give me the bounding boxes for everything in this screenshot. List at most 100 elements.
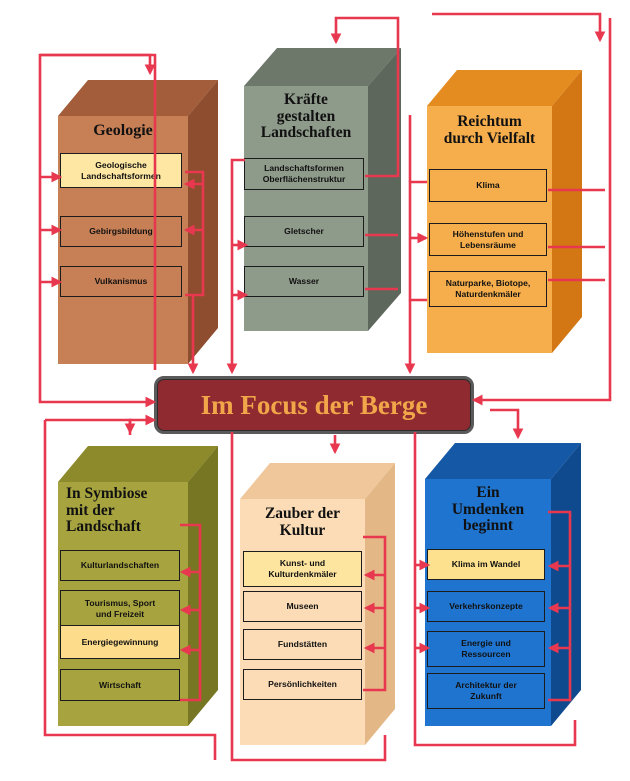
item-line: Naturparke, Biotope, bbox=[445, 278, 531, 289]
block-zauber bbox=[240, 463, 395, 745]
item-klima-im-wandel[interactable]: Klima im Wandel bbox=[427, 549, 545, 580]
connector-line bbox=[548, 510, 572, 702]
connector-line bbox=[432, 12, 606, 43]
item-line: Wasser bbox=[288, 276, 320, 287]
item-line: und Freizeit bbox=[95, 609, 145, 619]
item-line: Architektur der bbox=[455, 680, 517, 691]
item-line: Klima bbox=[476, 180, 500, 191]
pillar-kraefte-gestalten-landschaften: Kräfte gestalten Landschaften Landschaft… bbox=[244, 86, 368, 331]
block-side-face bbox=[368, 48, 401, 331]
item-fundstaetten[interactable]: Fundstätten bbox=[243, 629, 362, 660]
item-line: Kulturdenkmäler bbox=[268, 569, 337, 579]
item-line: Lebensräume bbox=[460, 239, 516, 250]
item-persoenlichkeiten[interactable]: Persönlichkeiten bbox=[243, 669, 362, 700]
block-kraefte bbox=[244, 48, 401, 331]
item-line: Vulkanismus bbox=[94, 276, 148, 287]
block-top-face bbox=[240, 463, 395, 499]
block-front-face bbox=[240, 499, 365, 745]
item-line: Gebirgsbildung bbox=[89, 226, 153, 237]
block-top-face bbox=[58, 80, 218, 116]
item-energiegewinnung[interactable]: Energiegewinnung bbox=[60, 625, 180, 659]
block-front-face bbox=[425, 479, 551, 726]
title-line: beginnt bbox=[463, 517, 513, 535]
title-line: Reichtum bbox=[457, 113, 522, 130]
block-symbiose bbox=[58, 446, 218, 726]
item-line: Landschaftsformen bbox=[81, 170, 161, 181]
connector-line bbox=[230, 158, 245, 190]
title-line: Kultur bbox=[279, 521, 326, 539]
item-line: Energie und bbox=[461, 638, 511, 649]
connector-line bbox=[490, 408, 524, 440]
connector-line bbox=[43, 420, 217, 760]
item-klima[interactable]: Klima bbox=[429, 169, 547, 202]
item-line: Energiegewinnung bbox=[81, 636, 159, 647]
center-banner: Im Focus der Berge bbox=[154, 376, 474, 434]
pillar-title: Kräfte gestalten Landschaften bbox=[244, 91, 368, 142]
item-wasser[interactable]: Wasser bbox=[244, 266, 364, 297]
item-line: Persönlichkeiten bbox=[268, 679, 337, 690]
item-line: Geologische bbox=[95, 159, 147, 170]
block-front-face bbox=[58, 482, 188, 726]
title-line: Geologie bbox=[93, 122, 153, 139]
connector-line bbox=[180, 523, 202, 702]
connector-line bbox=[363, 535, 387, 692]
pillar-title: Zauber der Kultur bbox=[240, 505, 365, 539]
title-line: Kräfte bbox=[284, 91, 328, 108]
block-side-face bbox=[188, 446, 218, 726]
pillar-in-symbiose-mit-der-landschaft: In Symbiose mit der Landschaft Kulturlan… bbox=[58, 482, 188, 726]
center-title: Im Focus der Berge bbox=[200, 389, 428, 420]
pillar-reichtum-durch-vielfalt: Reichtum durch Vielfalt Klima Höhenstufe… bbox=[427, 106, 552, 353]
connector-line bbox=[38, 53, 157, 408]
connector-line bbox=[128, 414, 157, 435]
pillar-title: Reichtum durch Vielfalt bbox=[427, 113, 552, 147]
connector-line bbox=[330, 16, 400, 178]
connector-line bbox=[40, 53, 156, 76]
title-line: gestalten bbox=[276, 107, 336, 125]
item-line: Kulturlandschaften bbox=[80, 560, 160, 571]
connector-line bbox=[413, 432, 577, 747]
connector-line bbox=[230, 432, 387, 762]
title-line: Landschaft bbox=[66, 518, 141, 536]
item-line: Zukunft bbox=[470, 691, 502, 701]
item-line: Oberflächenstruktur bbox=[262, 174, 346, 184]
connector-line bbox=[408, 180, 427, 302]
item-line: Ressourcen bbox=[461, 649, 511, 659]
item-line: Wirtschaft bbox=[99, 679, 141, 690]
title-line: durch Vielfalt bbox=[443, 129, 536, 147]
item-line: Landschaftsformen bbox=[264, 163, 344, 174]
item-line: Verkehrskonzepte bbox=[449, 601, 523, 612]
item-museen[interactable]: Museen bbox=[243, 591, 362, 622]
item-kulturlandschaften[interactable]: Kulturlandschaften bbox=[60, 550, 180, 581]
item-gletscher[interactable]: Gletscher bbox=[244, 216, 364, 247]
block-front-face bbox=[244, 86, 368, 331]
block-side-face bbox=[552, 70, 582, 353]
item-line: Höhenstufen und bbox=[452, 228, 524, 239]
connector-line bbox=[471, 18, 612, 406]
title-line: Landschaften bbox=[260, 124, 352, 142]
item-wirtschaft[interactable]: Wirtschaft bbox=[60, 669, 180, 701]
connector-line bbox=[185, 170, 205, 297]
item-line: Klima im Wandel bbox=[451, 559, 521, 570]
pillar-title: In Symbiose mit der Landschaft bbox=[66, 485, 188, 536]
item-naturparke-biotope-naturdenkmaeler[interactable]: Naturparke, Biotope,Naturdenkmäler bbox=[429, 271, 547, 307]
title-line: Umdenken bbox=[451, 500, 525, 518]
pillar-ein-umdenken-beginnt: Ein Umdenken beginnt Klima im Wandel Ver… bbox=[425, 479, 551, 726]
item-line: Naturdenkmäler bbox=[455, 289, 521, 299]
block-top-face bbox=[58, 446, 218, 482]
item-line: Museen bbox=[286, 601, 319, 612]
block-top-face bbox=[425, 443, 581, 479]
block-umdenken bbox=[425, 443, 581, 726]
block-reichtum bbox=[427, 70, 582, 353]
pillar-title: Geologie bbox=[58, 122, 188, 139]
item-line: Tourismus, Sport bbox=[84, 598, 156, 609]
